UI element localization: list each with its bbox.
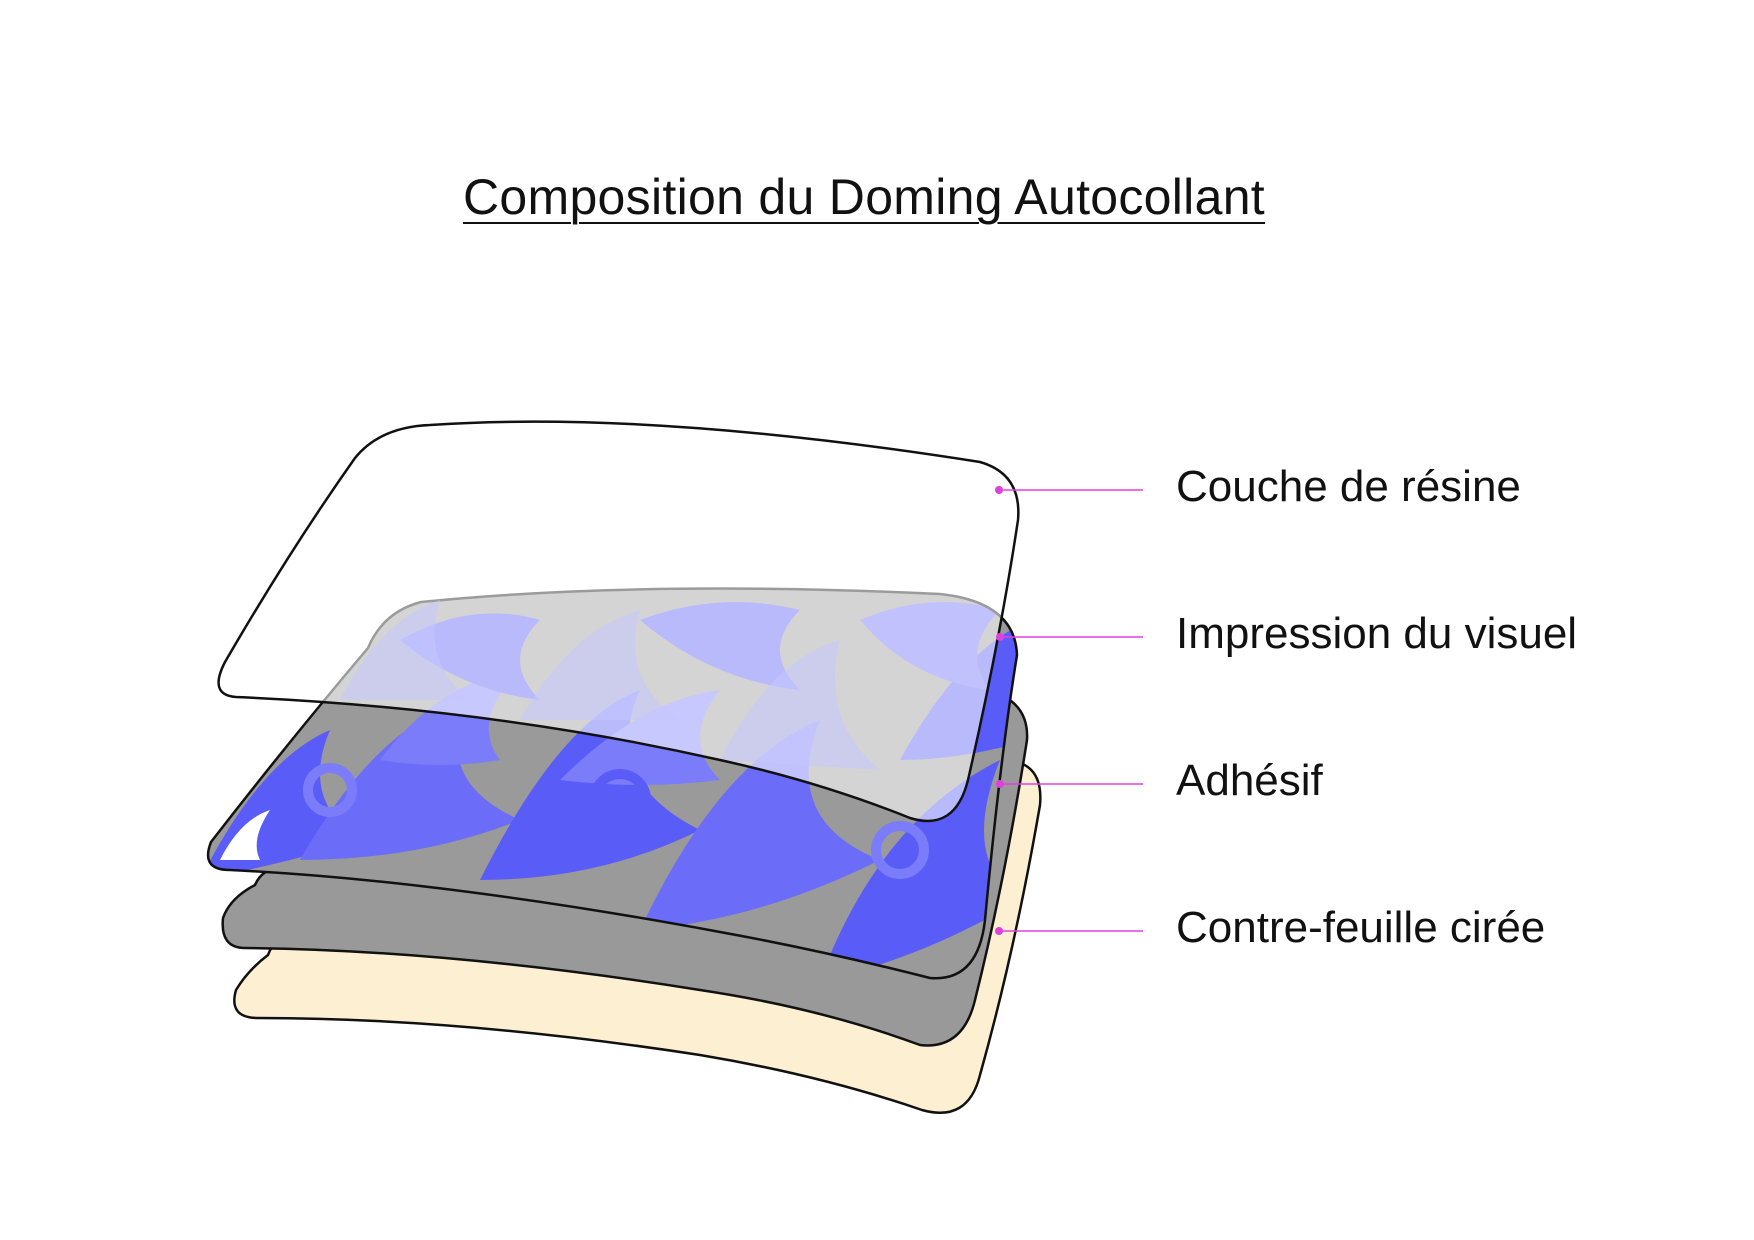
leader-backing xyxy=(995,927,1143,935)
resin-layer-shape xyxy=(217,420,1020,823)
label-resin: Couche de résine xyxy=(1176,462,1521,511)
leader-resin xyxy=(995,486,1143,494)
leader-adhesive xyxy=(996,780,1143,788)
diagram-title: Composition du Doming Autocollant xyxy=(462,169,1265,225)
label-backing: Contre-feuille cirée xyxy=(1176,903,1546,952)
label-adhesive: Adhésif xyxy=(1176,756,1323,805)
leader-print xyxy=(996,633,1143,641)
label-print: Impression du visuel xyxy=(1176,609,1578,658)
